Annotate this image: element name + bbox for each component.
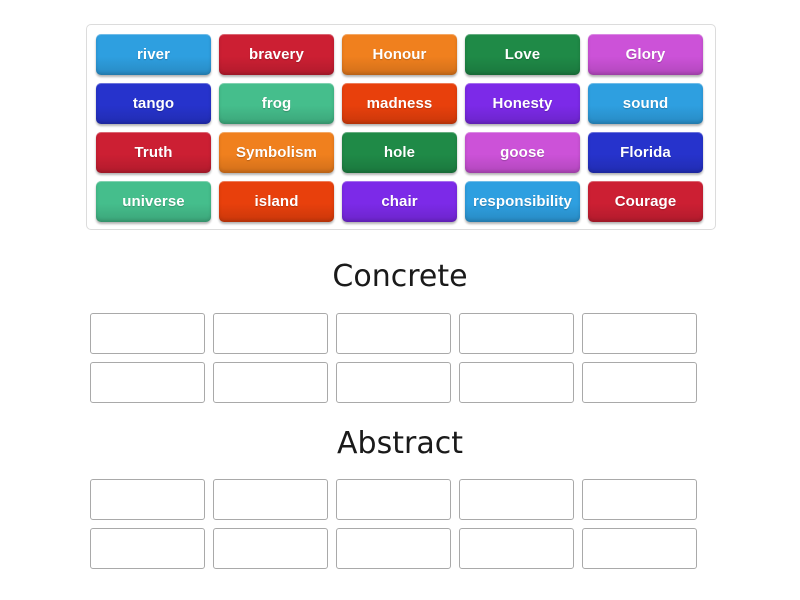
drop-slot[interactable] (90, 528, 205, 569)
drop-slot[interactable] (582, 362, 697, 403)
word-tile[interactable]: island (219, 181, 334, 222)
drop-slot[interactable] (213, 479, 328, 520)
word-tile[interactable]: bravery (219, 34, 334, 75)
group-title-abstract: Abstract (337, 426, 463, 461)
word-tile-label: Love (504, 46, 541, 63)
drop-slot[interactable] (90, 479, 205, 520)
word-tile[interactable]: frog (219, 83, 334, 124)
drop-slot[interactable] (213, 313, 328, 354)
word-tile[interactable]: Courage (588, 181, 703, 222)
word-bank-row: tango frog madness Honesty sound (92, 79, 710, 128)
word-tile-label: tango (132, 95, 175, 112)
drop-slot[interactable] (459, 313, 574, 354)
drop-slot[interactable] (213, 528, 328, 569)
group-title-concrete: Concrete (332, 259, 468, 294)
word-tile[interactable]: tango (96, 83, 211, 124)
word-tile-label: Truth (134, 144, 173, 161)
drop-zone-grid-concrete (86, 309, 716, 407)
word-tile-label: Honour (372, 46, 427, 63)
word-tile[interactable]: Truth (96, 132, 211, 173)
word-tile-label: chair (381, 193, 418, 210)
drop-slot[interactable] (90, 313, 205, 354)
word-tile-label: Honesty (492, 95, 553, 112)
word-tile[interactable]: responsibility (465, 181, 580, 222)
drop-slot[interactable] (90, 362, 205, 403)
word-tile[interactable]: Honesty (465, 83, 580, 124)
drop-zone-row (86, 475, 716, 524)
word-tile[interactable]: Symbolism (219, 132, 334, 173)
drop-slot[interactable] (336, 479, 451, 520)
word-tile[interactable]: river (96, 34, 211, 75)
word-tile[interactable]: universe (96, 181, 211, 222)
word-tile-label: frog (261, 95, 292, 112)
drop-slot[interactable] (582, 479, 697, 520)
word-tile-label: Symbolism (236, 144, 317, 161)
drop-zone-row (86, 358, 716, 407)
word-tile-label: Florida (620, 144, 671, 161)
drop-slot[interactable] (336, 313, 451, 354)
word-tile-label: sound (622, 95, 669, 112)
drop-zone-row (86, 309, 716, 358)
word-tile[interactable]: Glory (588, 34, 703, 75)
drop-slot[interactable] (336, 528, 451, 569)
word-bank-row: river bravery Honour Love Glory (92, 30, 710, 79)
word-tile-label: island (254, 193, 299, 210)
drop-slot[interactable] (336, 362, 451, 403)
drop-slot[interactable] (459, 528, 574, 569)
word-tile[interactable]: chair (342, 181, 457, 222)
word-tile[interactable]: Honour (342, 34, 457, 75)
word-tile[interactable]: Love (465, 34, 580, 75)
word-tile[interactable]: hole (342, 132, 457, 173)
word-tile[interactable]: madness (342, 83, 457, 124)
word-tile-label: Courage (614, 193, 677, 210)
word-tile-label: river (136, 46, 171, 63)
word-bank-container: river bravery Honour Love Glory tango fr… (86, 24, 716, 230)
word-bank-row: Truth Symbolism hole goose Florida (92, 128, 710, 177)
drop-slot[interactable] (459, 362, 574, 403)
drop-zone-grid-abstract (86, 475, 716, 573)
word-tile[interactable]: sound (588, 83, 703, 124)
word-tile-label: hole (383, 144, 416, 161)
word-tile-label: goose (500, 144, 545, 161)
word-tile-label: bravery (249, 46, 304, 63)
word-tile-label: universe (122, 193, 185, 210)
drop-slot[interactable] (582, 313, 697, 354)
word-tile[interactable]: Florida (588, 132, 703, 173)
drop-slot[interactable] (459, 479, 574, 520)
word-tile-label: madness (366, 95, 433, 112)
word-tile-label: Glory (625, 46, 666, 63)
drop-zone-row (86, 524, 716, 573)
word-bank-row: universe island chair responsibility Cou… (92, 177, 710, 226)
drop-slot[interactable] (582, 528, 697, 569)
word-tile-label: responsibility (473, 193, 572, 210)
drop-slot[interactable] (213, 362, 328, 403)
word-tile[interactable]: goose (465, 132, 580, 173)
